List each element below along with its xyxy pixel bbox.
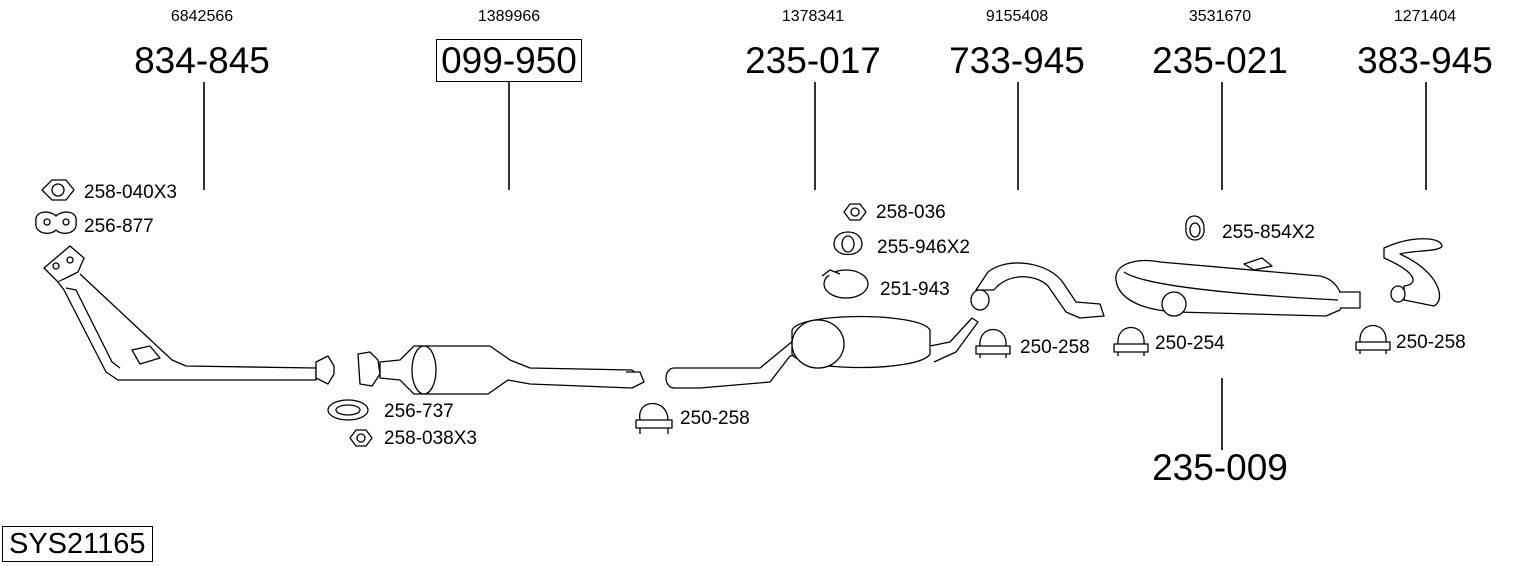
clamp-icon: [1355, 325, 1391, 354]
nut-icon: [41, 179, 75, 201]
ref-number: 9155408: [985, 8, 1049, 25]
part-number: 733-945: [949, 40, 1085, 81]
rear-silencer-icon: [1115, 257, 1361, 317]
clamp-icon: [975, 329, 1011, 358]
part-number-boxed: 099-950: [409, 39, 609, 82]
clamp-icon: [1113, 327, 1149, 356]
part-number: 099-950: [436, 39, 582, 82]
ref-number: 6842566: [170, 8, 234, 25]
accessory-label: 255-946X2: [877, 237, 970, 258]
rubber-mount-icon: [1185, 215, 1205, 241]
middle-silencer-icon: [665, 315, 979, 389]
ref-number: 1271404: [1393, 8, 1457, 25]
ring-gasket-icon: [327, 399, 369, 421]
gasket-icon: [35, 211, 77, 234]
part-number: 235-021: [1152, 40, 1288, 81]
part-number-bottom: 235-009: [1152, 447, 1288, 488]
ref-number: 3531670: [1188, 8, 1252, 25]
system-code: SYS21165: [2, 526, 153, 562]
accessory-label: 255-854X2: [1222, 222, 1315, 243]
flange-nut-icon: [349, 429, 373, 447]
band-clamp-icon: [821, 269, 869, 299]
rubber-mount-icon: [833, 231, 863, 256]
front-pipe-icon: [43, 245, 335, 385]
part-number: 834-845: [134, 40, 270, 81]
part-number: 235-017: [745, 40, 881, 81]
accessory-label: 250-258: [680, 408, 750, 429]
catalytic-converter-icon: [357, 345, 645, 395]
clamp-icon: [635, 403, 673, 434]
ref-number: 1378341: [781, 8, 845, 25]
accessory-label: 258-038X3: [384, 428, 477, 449]
tail-pipe-icon: [1383, 238, 1443, 307]
accessory-label: 256-737: [384, 401, 454, 422]
intermediate-pipe-icon: [970, 262, 1105, 319]
part-number: 383-945: [1357, 40, 1493, 81]
accessory-label: 250-258: [1396, 332, 1466, 353]
accessory-label: 258-036: [876, 202, 946, 223]
flange-nut-icon: [843, 203, 867, 221]
accessory-label: 256-877: [84, 216, 154, 237]
accessory-label: 250-258: [1020, 337, 1090, 358]
accessory-label: 251-943: [880, 279, 950, 300]
ref-number: 1389966: [477, 8, 541, 25]
accessory-label: 258-040X3: [84, 182, 177, 203]
accessory-label: 250-254: [1155, 333, 1225, 354]
